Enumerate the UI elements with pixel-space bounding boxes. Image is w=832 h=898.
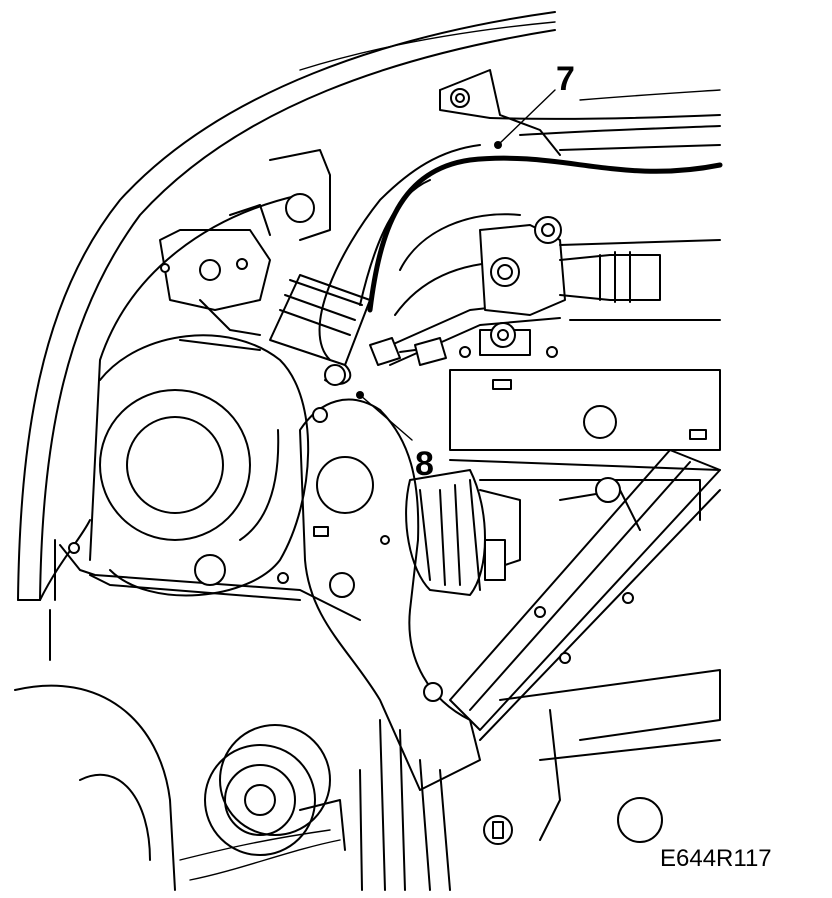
- left-bracket: [159, 149, 331, 351]
- callout-8-leader: [359, 394, 413, 441]
- callout-8-label: 8: [415, 445, 434, 483]
- wiring-harness: [318, 144, 723, 361]
- mounting-bracket: [277, 398, 481, 791]
- hood-panel: [17, 11, 556, 601]
- engine-block: [449, 369, 721, 531]
- reference-code: E644R117: [660, 845, 772, 872]
- thermostat-housing: [459, 216, 721, 358]
- strut-brace: [449, 449, 721, 741]
- cowl-panel: [439, 69, 721, 156]
- strut-tower: [99, 334, 310, 597]
- callout-7-label: 7: [556, 60, 575, 98]
- lower-engine: [359, 669, 721, 891]
- alternator: [380, 469, 521, 596]
- inner-wing: [54, 194, 361, 621]
- leader-lines: [356, 89, 556, 441]
- callout-7-leader: [497, 89, 556, 146]
- lower-left-assembly: [14, 609, 346, 891]
- connector-group: [369, 337, 447, 366]
- callout-8-dot: [356, 391, 364, 399]
- callout-7-dot: [494, 141, 502, 149]
